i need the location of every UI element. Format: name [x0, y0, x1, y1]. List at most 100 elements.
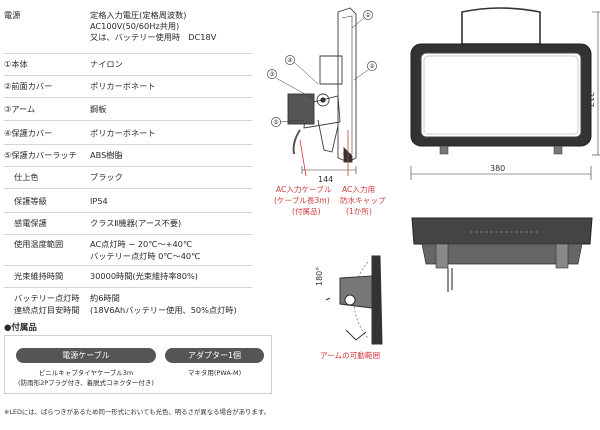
side-pivot [316, 93, 330, 107]
note-cap-line: AC入力用 [342, 184, 375, 194]
spec-value: IP54 [90, 196, 108, 206]
spec-label: ①本体 [4, 59, 28, 69]
spec-value: ABS樹脂 [90, 150, 123, 160]
callout-label: ② [369, 63, 375, 70]
dim-front-width-label: 380 [490, 164, 505, 173]
side-pivot-center [320, 97, 326, 103]
arm-pivot [344, 294, 356, 306]
front-lens [420, 52, 582, 138]
side-body-outline [337, 7, 357, 163]
accessory-desc: ビニルキャブタイヤケーブル3m [38, 369, 134, 377]
arm-range-drawing [325, 255, 383, 345]
bottom-rear [421, 243, 583, 265]
spec-row-battery-runtime: バッテリー点灯時 連続点灯目安時間 約6時間 (18V6Ahバッテリー使用、50… [4, 292, 252, 316]
accessories-title: ●付属品 [4, 323, 37, 333]
arm-latch [345, 329, 367, 341]
side-lens-line [341, 15, 353, 155]
callout-circle [285, 55, 295, 65]
side-latch [317, 119, 339, 153]
spec-value: 鋼板 [90, 104, 107, 114]
spec-label: ⑤保護カバーラッチ [4, 150, 77, 160]
divider [4, 265, 252, 266]
note-cap-line: (1か所) [346, 206, 372, 216]
spec-value: ナイロン [90, 59, 123, 69]
callout-label: ① [365, 12, 370, 19]
note-arm-range: アームの可動範囲 [320, 350, 380, 360]
spec-value: 定格入力電圧(定格周波数) [90, 10, 187, 20]
spec-label: ④保護カバー [4, 128, 53, 138]
bottom-foot-left [435, 243, 449, 269]
bottom-foot-right [555, 243, 569, 269]
dim-height-label: 317 [586, 92, 595, 107]
spec-value: 30000時間(光束維持率80%) [90, 271, 198, 281]
spec-value: バッテリー点灯時 0℃～40℃ [90, 251, 201, 261]
divider [4, 212, 252, 213]
spec-label: 連続点灯目安時間 [14, 305, 80, 315]
spec-value: (18V6Ahバッテリー使用、50%点灯時) [90, 305, 237, 315]
dim-side-width-label: 144 [318, 175, 333, 184]
spec-value: 又は、バッテリー使用時 DC18V [90, 32, 217, 42]
callout-label: ③ [269, 71, 274, 78]
note-cable-line: (ケーブル長3m) [274, 195, 330, 205]
red-notes: AC入力ケーブル (ケーブル長3m) (付属品) AC入力用 防水キャップ (1… [274, 130, 386, 216]
spec-row-power: 電源 定格入力電圧(定格周波数) AC100V(50/60Hz共用) 又は、バッ… [4, 9, 252, 45]
accessory-desc: (防雨形2Pプラグ付き、着脱式コネクター付き) [18, 379, 154, 387]
spec-label: 仕上色 [14, 172, 39, 182]
side-view-drawing [287, 7, 357, 163]
note-cable-line: (付属品) [292, 206, 321, 216]
bottom-view-drawing [411, 217, 593, 292]
side-cable [292, 129, 301, 155]
accessories-box: 電源ケーブル アダプター1個 ビニルキャブタイヤケーブル3m (防雨形2Pプラグ… [4, 335, 272, 394]
side-callouts: ④ ③ ② ① ⑤ [267, 10, 377, 127]
divider [4, 188, 252, 189]
note-cable-line: AC入力ケーブル [276, 184, 332, 194]
divider [4, 287, 252, 288]
spec-value: ブラック [90, 172, 123, 182]
accessory-label-adapter: アダプター1個 [165, 348, 264, 363]
divider [4, 120, 252, 121]
spec-row-temperature: 使用温度範囲 AC点灯時 − 20℃～+40℃ バッテリー点灯時 0℃～40℃ [4, 238, 252, 262]
spec-label: 感電保護 [14, 218, 47, 228]
spec-label: ②前面カバー [4, 81, 53, 91]
front-foot-right [553, 145, 563, 155]
bottom-housing [411, 217, 593, 245]
spec-label: バッテリー点灯時 [14, 293, 80, 303]
divider [4, 144, 252, 145]
spec-value: ポリカーボネート [90, 81, 156, 91]
divider [4, 75, 252, 76]
callout-label: ④ [287, 57, 292, 64]
callout-circle [363, 10, 373, 20]
dim-height: 317 [586, 11, 600, 156]
callout-circle [367, 61, 377, 71]
footnote: ※LEDには、ばらつきがあるため同一形式においても光色、明るさが異なる場合があり… [4, 408, 270, 416]
spec-label: 光束維持時間 [14, 271, 64, 281]
arm-body [371, 255, 383, 345]
callout-circle [267, 69, 277, 79]
spec-value: クラスⅡ機器(アース不要) [90, 218, 182, 228]
dim-angle-label: 180° [315, 267, 324, 286]
front-foot-left [439, 145, 449, 155]
arm-bracket [339, 275, 373, 309]
callout-label: ⑤ [273, 119, 278, 126]
divider [4, 166, 252, 167]
accessory-desc: マキタ用(PWA-M) [187, 369, 242, 377]
side-battery-housing [287, 93, 315, 125]
side-top-bracket [319, 55, 343, 85]
dim-side-width: 144 [301, 166, 357, 184]
accessory-label-power-cable: 電源ケーブル [16, 348, 156, 363]
note-cap-line: 防水キャップ [340, 195, 386, 205]
divider [4, 234, 252, 235]
spec-value: AC100V(50/60Hz共用) [90, 21, 180, 31]
front-handle [461, 7, 541, 45]
spec-value: ポリカーボネート [90, 128, 156, 138]
dim-front-width: 380 [410, 164, 592, 180]
spec-value: AC点灯時 − 20℃～+40℃ [90, 239, 193, 249]
spec-value: 約6時間 [90, 293, 120, 303]
spec-label: ③アーム [4, 104, 36, 114]
front-view-drawing [410, 7, 592, 155]
divider [4, 53, 252, 54]
divider [4, 97, 252, 98]
spec-label: 電源 [4, 10, 21, 20]
spec-label: 保護等級 [14, 196, 47, 206]
